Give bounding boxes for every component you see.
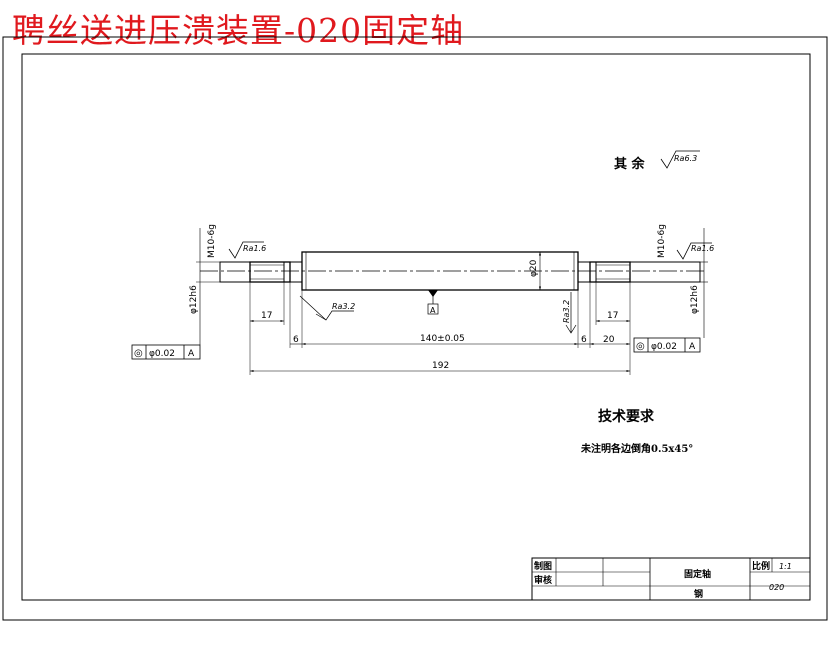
left-thread-section — [219, 261, 251, 283]
right-thread-roughness: Ra1.6 — [691, 244, 714, 253]
sheet-outer-border — [2, 36, 828, 621]
tb-scale-value: 1:1 — [779, 562, 792, 571]
tb-drawn-label: 制图 — [534, 560, 552, 572]
left-journal-diameter: φ12h6 — [189, 285, 199, 314]
concentricity-icon-left: ◎ — [134, 348, 143, 359]
right-shoulder-roughness: Ra3.2 — [562, 300, 571, 323]
concentricity-icon-right: ◎ — [636, 341, 645, 352]
main-body-diameter: φ20 — [529, 259, 539, 277]
dim-right-step: 6 — [581, 335, 587, 345]
title-block-frame — [531, 557, 811, 601]
tolerance-value-right: φ0.02 — [651, 342, 677, 352]
datum-box — [427, 303, 439, 315]
drawing-banner-title: 聘丝送进压溃装置-020固定轴 — [12, 11, 465, 50]
shaft-main-body — [301, 251, 579, 291]
right-thread-spec: M10-6g — [657, 224, 667, 258]
roughness-symbol-right-shoulder — [565, 292, 577, 334]
dim-right-end: 20 — [603, 335, 615, 345]
sheet-inner-border — [21, 53, 811, 601]
datum-label: A — [430, 306, 436, 315]
tb-checked-label: 审核 — [534, 574, 552, 586]
tb-material: 钢 — [694, 588, 703, 600]
tb-part-name: 固定轴 — [684, 568, 711, 580]
dim-main-length: 140±0.05 — [420, 334, 465, 344]
roughness-symbol-left-thread — [228, 241, 264, 259]
dim-left-step: 6 — [293, 335, 299, 345]
tolerance-value-left: φ0.02 — [149, 349, 175, 359]
left-thread-spec: M10-6g — [207, 224, 217, 258]
roughness-check — [315, 313, 327, 321]
roughness-symbol-left-shoulder — [299, 295, 354, 321]
roughness-symbol-right-thread — [676, 242, 712, 260]
tolerance-datum-right: A — [689, 342, 696, 352]
tb-scale-label: 比例 — [752, 560, 770, 572]
left-thread-roughness: Ra1.6 — [243, 244, 266, 253]
datum-triangle — [428, 290, 438, 297]
tolerance-datum-left: A — [188, 349, 195, 359]
dim-total-length: 192 — [432, 361, 449, 371]
tech-requirements-title: 技术要求 — [598, 408, 655, 425]
tech-requirements-note: 未注明各边倒角0.5x45° — [580, 442, 693, 455]
dim-right-thread-length: 17 — [607, 311, 618, 321]
right-journal-diameter: φ12h6 — [690, 285, 700, 314]
tolerance-frame-right — [633, 337, 701, 353]
left-shoulder-roughness: Ra3.2 — [332, 302, 355, 311]
dim-left-thread-length: 17 — [261, 311, 272, 321]
left-journal-section — [249, 261, 291, 283]
remaining-roughness-value: Ra6.3 — [674, 154, 697, 163]
right-thread-section — [629, 261, 701, 283]
tolerance-frame-left — [131, 344, 201, 360]
remaining-roughness-label: 其 余 — [614, 156, 646, 172]
roughness-symbol-remaining — [660, 150, 700, 169]
title-block: 制图 审核 固定轴 钢 比例 1:1 020 — [531, 557, 811, 601]
tb-drawing-number: 020 — [769, 583, 784, 592]
